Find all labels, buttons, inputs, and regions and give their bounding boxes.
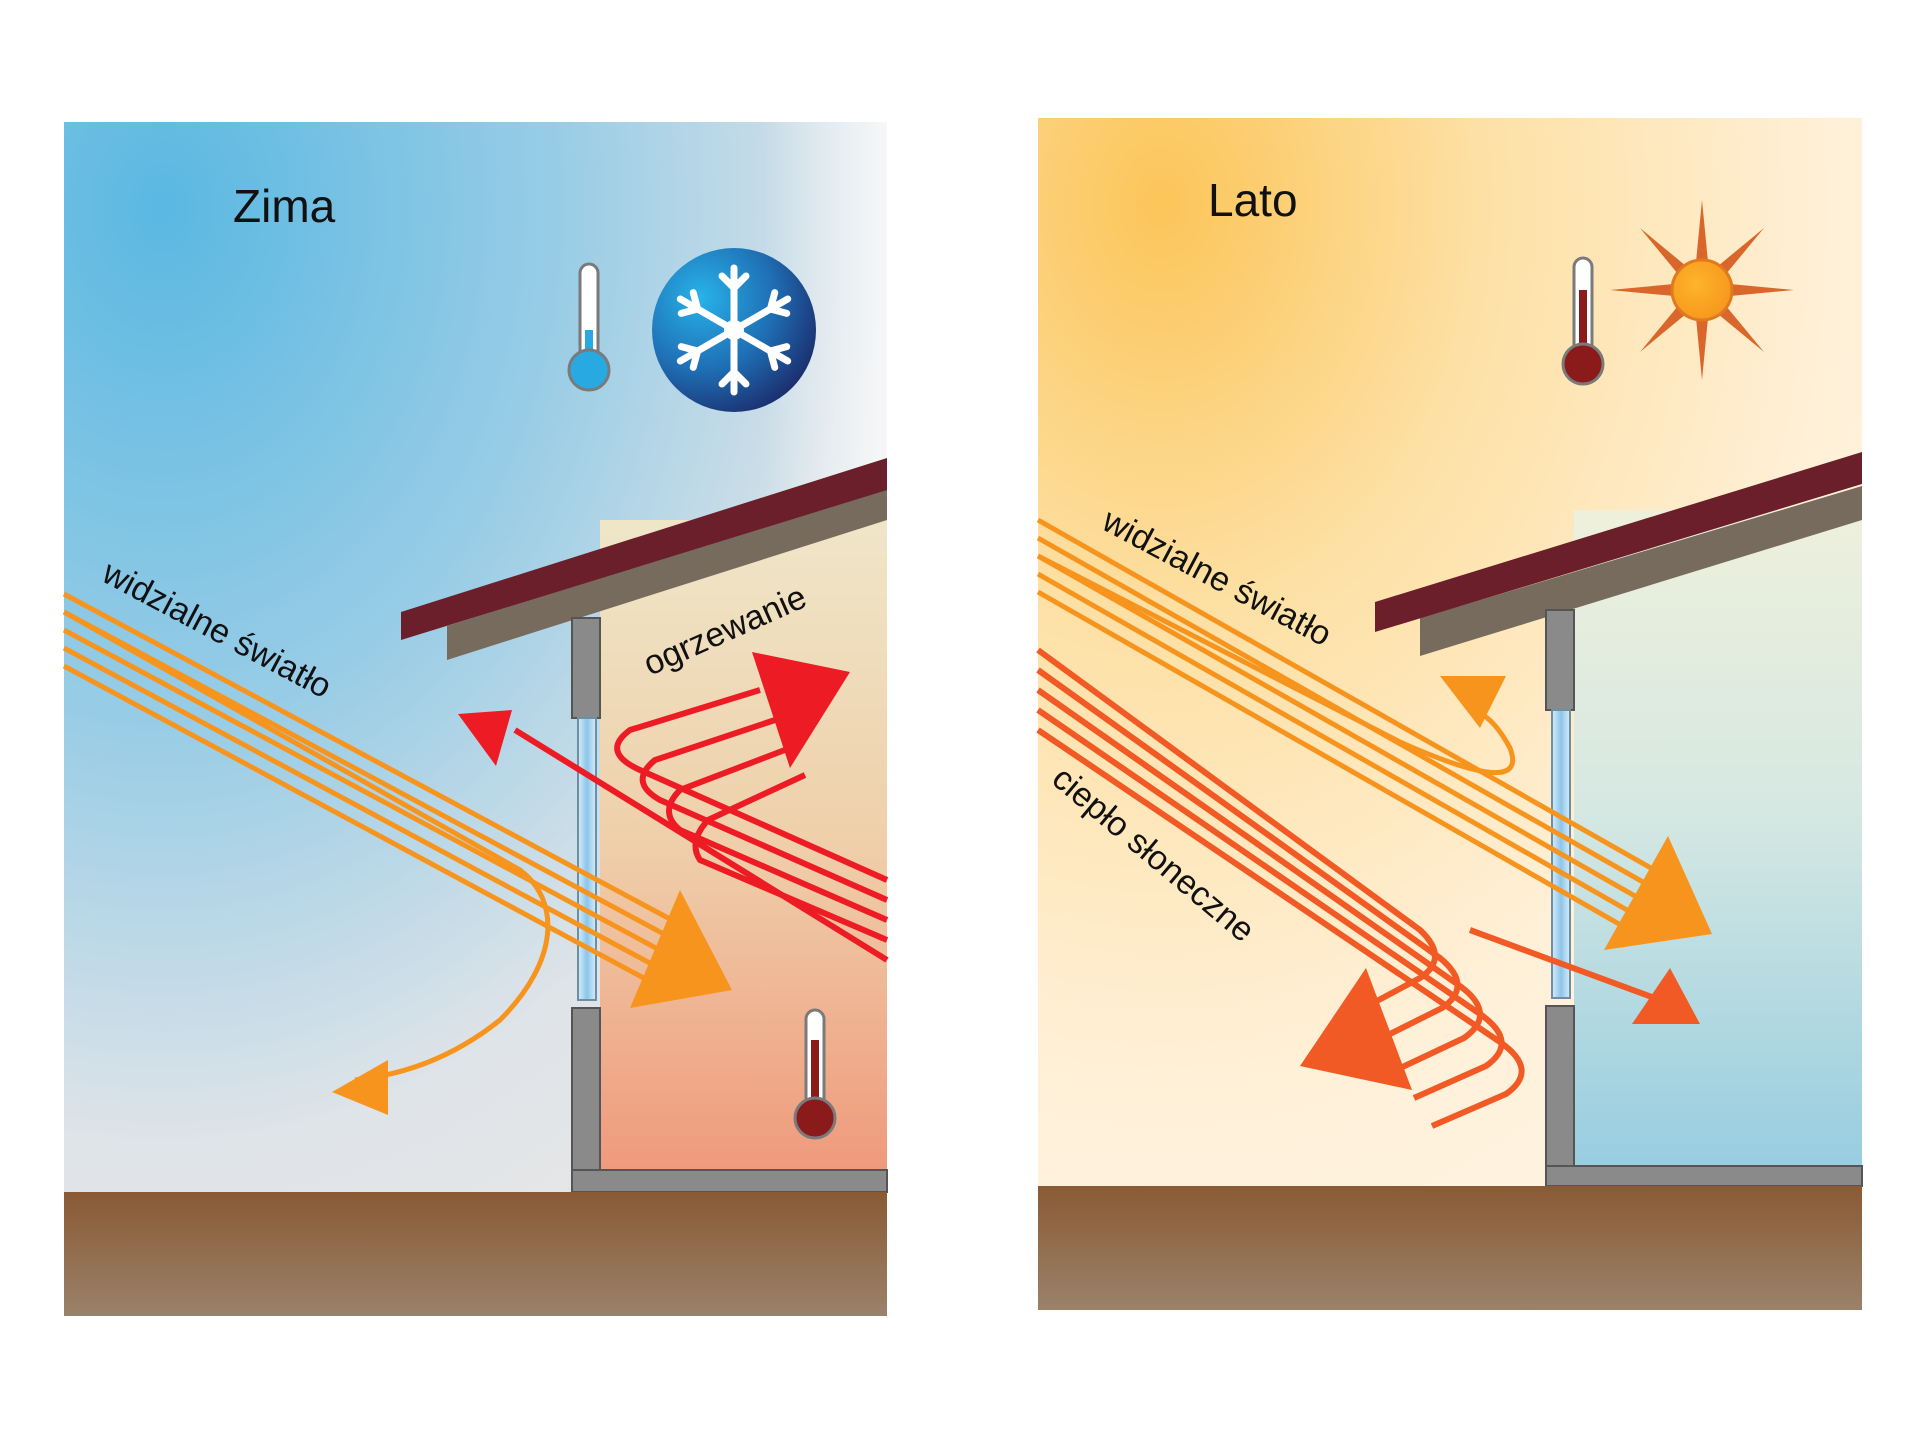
summer-ground	[1038, 1186, 1862, 1310]
summer-visible-light-rays	[1036, 517, 1674, 939]
winter-roof-underside	[447, 488, 887, 660]
thermometer-cold-icon	[567, 262, 611, 392]
winter-heating-arrowhead	[752, 652, 850, 768]
winter-roof	[401, 458, 887, 640]
winter-panel: Zima widzialne światło ogrzewanie	[62, 122, 889, 1316]
summer-interior	[1574, 510, 1862, 1170]
summer-reflected-arrowhead	[1440, 676, 1506, 728]
thermometer-hot-icon	[1561, 256, 1605, 386]
winter-reflected-arrowhead	[332, 1060, 388, 1115]
thermometer-hot-icon	[793, 1008, 837, 1140]
summer-heat-arrowhead	[1300, 968, 1412, 1090]
winter-ground	[64, 1192, 887, 1316]
winter-wall-lower	[571, 1007, 601, 1174]
summer-roof	[1375, 452, 1862, 632]
winter-window	[577, 717, 597, 1001]
winter-wall-upper	[571, 617, 601, 719]
summer-light-arrowhead	[1604, 836, 1712, 950]
winter-visible-light-rays	[62, 591, 685, 1083]
winter-light-arrowhead	[630, 890, 732, 1008]
sun-icon	[1610, 200, 1794, 380]
winter-reflected-heat-arrowhead	[458, 710, 512, 766]
summer-through-heat-arrowhead	[1632, 968, 1700, 1024]
summer-title: Lato	[1208, 174, 1298, 226]
summer-panel: Lato widzialne światło ciepło słoneczne	[1036, 118, 1863, 1310]
summer-wall-upper	[1545, 609, 1575, 711]
winter-floor	[571, 1169, 888, 1193]
summer-floor	[1545, 1165, 1863, 1187]
winter-title: Zima	[233, 180, 336, 232]
winter-interior	[600, 520, 887, 1170]
summer-wall-lower	[1545, 1005, 1575, 1169]
summer-roof-underside	[1420, 486, 1862, 656]
snowflake-icon	[652, 248, 816, 412]
winter-heating-rays	[513, 687, 889, 963]
summer-solar-heat-rays	[1036, 647, 1662, 1129]
